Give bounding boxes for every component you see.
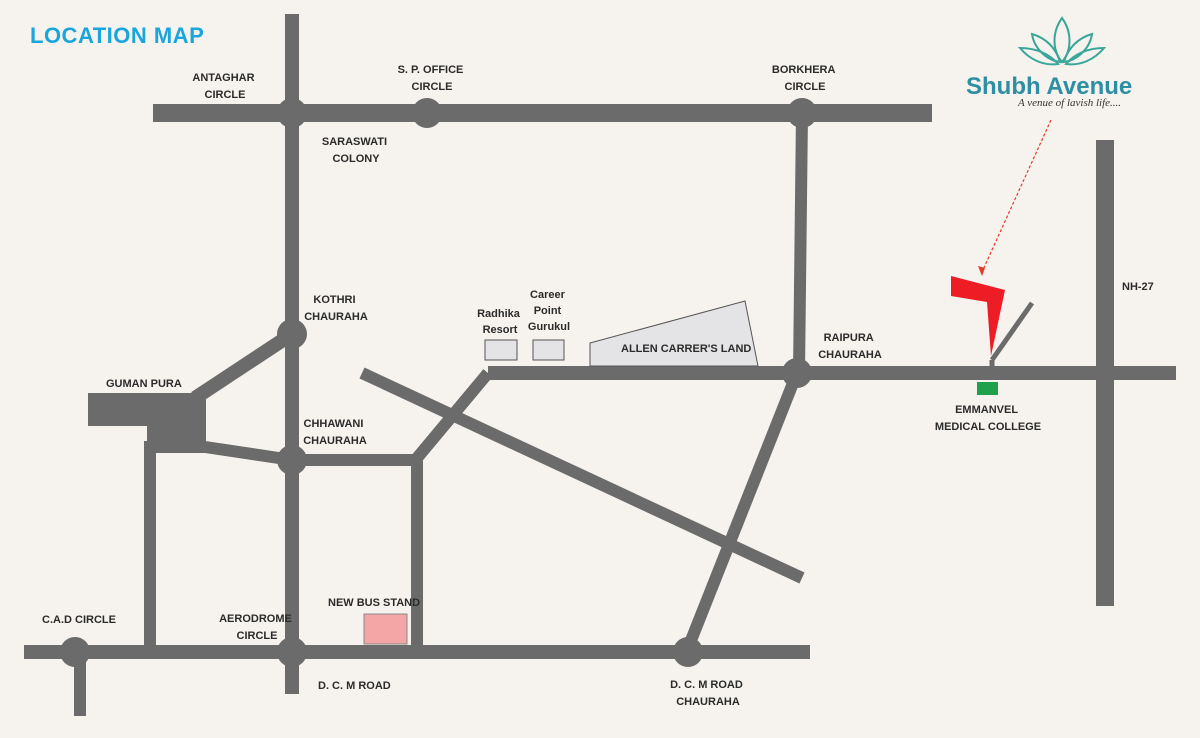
new-bus-stand-box — [363, 613, 408, 645]
road-raipura-dcm — [682, 370, 803, 651]
label-allen: ALLEN CARRER'S LAND — [621, 343, 751, 355]
brand-tagline: A venue of lavish life.... — [1017, 97, 1121, 109]
label-dcm-chauraha: D. C. M ROAD CHAURAHA — [670, 679, 746, 708]
map-title: LOCATION MAP — [30, 23, 204, 48]
label-radhika: Radhika Resort — [477, 308, 523, 336]
label-antaghar: ANTAGHAR CIRCLE — [192, 72, 257, 101]
label-dcm-road: D. C. M ROAD — [318, 680, 391, 692]
sp-office-circle-marker — [412, 98, 442, 128]
site-pointer-arrowhead — [978, 266, 985, 276]
label-saraswati: SARASWATI COLONY — [322, 136, 390, 165]
map-labels: ANTAGHAR CIRCLE S. P. OFFICE CIRCLE BORK… — [42, 64, 1154, 708]
road-borkhera-raipura — [793, 112, 808, 374]
label-sp-office: S. P. OFFICE CIRCLE — [398, 64, 467, 93]
aerodrome-circle-marker — [277, 637, 307, 667]
label-guman-pura: GUMAN PURA — [106, 378, 182, 390]
kothri-chauraha-marker — [277, 319, 307, 349]
antaghar-circle-marker — [277, 98, 307, 128]
cad-circle-marker — [60, 637, 90, 667]
brand-name: Shubh Avenue — [966, 73, 1132, 100]
emmanvel-college-marker — [977, 382, 998, 395]
lotus-icon — [1017, 16, 1107, 66]
road-site-spur — [989, 301, 1035, 362]
shubh-avenue-logo: Shubh Avenue A venue of lavish life.... — [966, 16, 1132, 109]
chhawani-chauraha-marker — [277, 445, 307, 475]
road-bus-stand-link — [411, 369, 493, 646]
road-diagonal-northwest-southeast — [359, 367, 805, 584]
label-raipura: RAIPURA CHAURAHA — [818, 332, 882, 361]
label-career-point: Career Point Gurukul — [528, 289, 570, 333]
shubh-avenue-site-marker — [951, 276, 1005, 356]
borkhera-circle-marker — [787, 98, 817, 128]
label-emmanvel: EMMANVEL MEDICAL COLLEGE — [935, 404, 1041, 433]
junctions — [60, 98, 817, 667]
raipura-chauraha-marker — [782, 358, 812, 388]
label-aerodrome: AERODROME CIRCLE — [219, 613, 295, 642]
label-borkhera: BORKHERA CIRCLE — [772, 64, 838, 93]
guman-pura-block — [88, 393, 206, 441]
road-guman-loop — [144, 441, 293, 652]
dcm-chauraha-marker — [673, 637, 703, 667]
radhika-resort-box — [484, 339, 518, 361]
allen-land-shape — [589, 300, 759, 367]
label-new-bus-stand: NEW BUS STAND — [328, 597, 420, 609]
label-cad-circle: C.A.D CIRCLE — [42, 614, 116, 626]
road-guman-kothri — [191, 328, 296, 404]
label-nh27: NH-27 — [1122, 281, 1154, 293]
career-point-box — [532, 339, 565, 361]
label-chhawani: CHHAWANI CHAURAHA — [303, 418, 367, 447]
site-pointer-dashed-arrow — [981, 119, 1052, 273]
label-kothri: KOTHRI CHAURAHA — [304, 294, 368, 323]
